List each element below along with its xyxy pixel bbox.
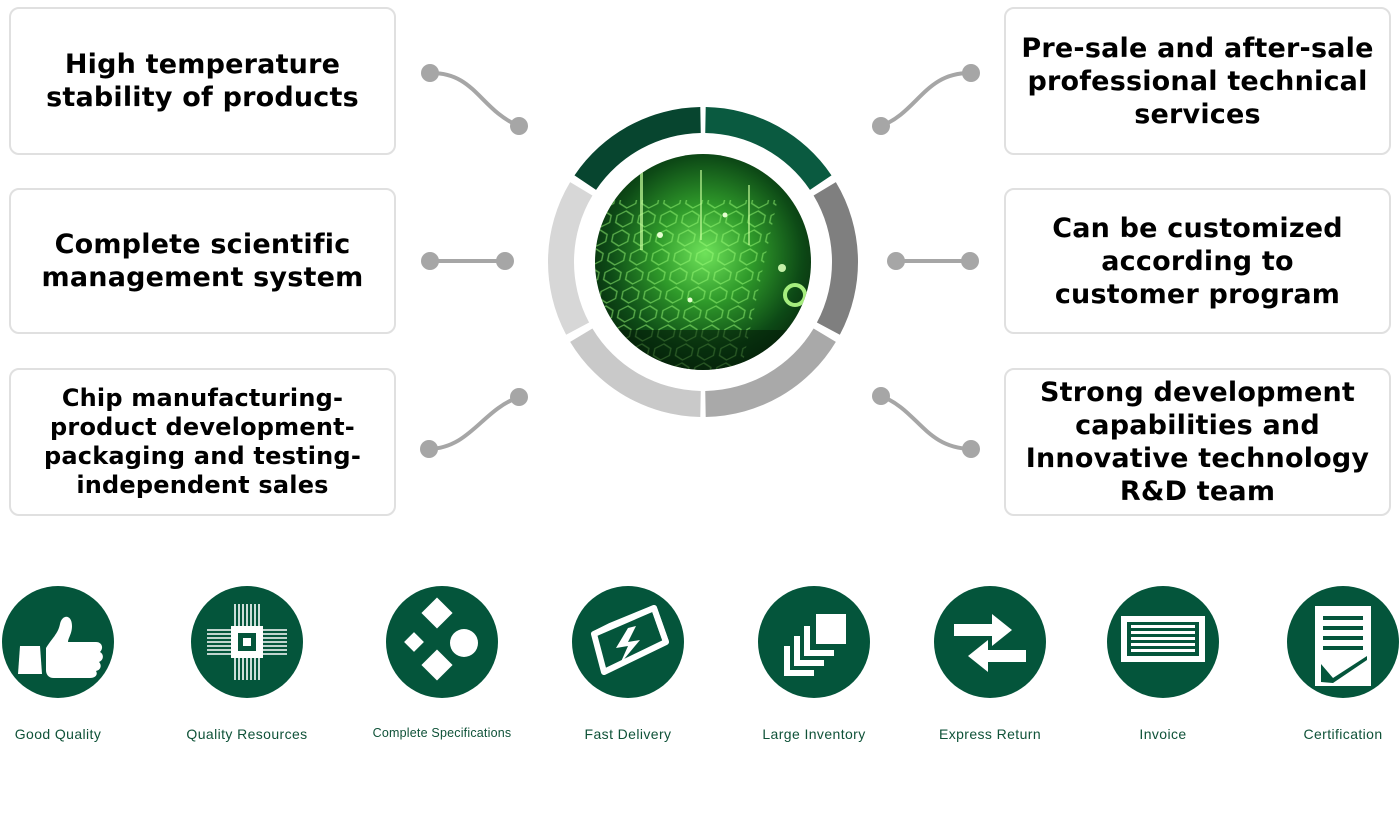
shapes-icon <box>386 586 498 698</box>
service-complete-specifications: Complete Specifications <box>352 586 532 740</box>
service-quality-resources: Quality Resources <box>157 586 337 742</box>
service-label: Large Inventory <box>762 726 866 742</box>
connector-right-top <box>872 64 980 135</box>
service-label: Complete Specifications <box>372 726 512 740</box>
certificate-icon <box>1287 586 1399 698</box>
service-label: Fast Delivery <box>584 726 672 742</box>
service-label: Good Quality <box>14 726 102 742</box>
ring-segment-right <box>813 182 858 335</box>
thumbs-up-icon <box>2 586 114 698</box>
ring-segment-bottom-left <box>570 328 701 417</box>
exchange-arrows-icon <box>934 586 1046 698</box>
feature-card-temperature-stability: High temperature stability of products <box>9 7 396 155</box>
service-invoice: Invoice <box>1073 586 1253 742</box>
connector-left-top <box>421 64 528 135</box>
service-label: Invoice <box>1139 726 1187 742</box>
circuit-board-image <box>593 152 813 372</box>
stacked-boxes-icon <box>758 586 870 698</box>
feature-card-chip-manufacturing: Chip manufacturing- product development-… <box>9 368 396 516</box>
feature-text: Complete scientific management system <box>41 229 364 293</box>
connector-right-middle <box>887 252 979 270</box>
feature-text: High temperature stability of products <box>46 49 359 113</box>
service-certification: Certification <box>1253 586 1400 742</box>
center-ring-diagram <box>420 64 980 458</box>
service-label: Express Return <box>938 726 1042 742</box>
package-lightning-icon <box>572 586 684 698</box>
ring-segment-top-left <box>574 107 701 190</box>
service-label: Certification <box>1303 726 1383 742</box>
connector-right-bottom <box>872 387 980 458</box>
ring-segment-left <box>548 182 593 335</box>
ring-segment-bottom-right <box>705 328 836 417</box>
segmented-ring <box>548 107 858 417</box>
ring-segment-top-right <box>705 107 832 190</box>
feature-card-technical-services: Pre-sale and after-sale professional tec… <box>1004 7 1391 155</box>
service-large-inventory: Large Inventory <box>724 586 904 742</box>
feature-text: Can be customized according to customer … <box>1052 212 1343 310</box>
service-fast-delivery: Fast Delivery <box>538 586 718 742</box>
feature-card-customization: Can be customized according to customer … <box>1004 188 1391 334</box>
feature-text: Strong development capabilities and Inno… <box>1025 377 1370 507</box>
connector-left-middle <box>421 252 514 270</box>
service-good-quality: Good Quality <box>0 586 148 742</box>
feature-text: Pre-sale and after-sale professional tec… <box>1021 32 1374 130</box>
feature-card-management-system: Complete scientific management system <box>9 188 396 334</box>
invoice-icon <box>1107 586 1219 698</box>
feature-text: Chip manufacturing- product development-… <box>44 384 361 499</box>
feature-card-rd-team: Strong development capabilities and Inno… <box>1004 368 1391 516</box>
chip-icon <box>191 586 303 698</box>
service-label: Quality Resources <box>186 726 308 742</box>
connector-left-bottom <box>420 388 528 458</box>
service-express-return: Express Return <box>900 586 1080 742</box>
